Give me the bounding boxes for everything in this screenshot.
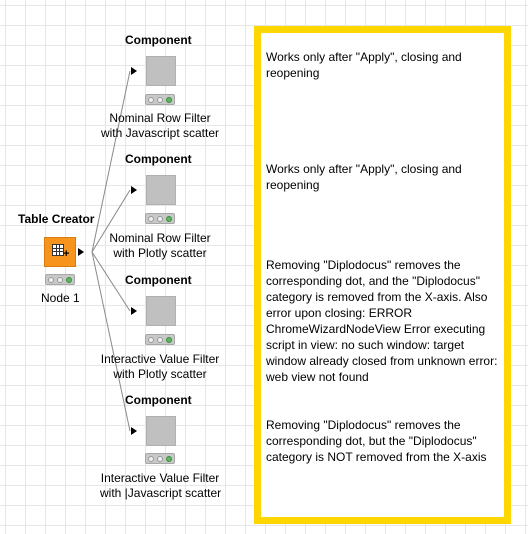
- status-light-yellow: [157, 337, 163, 343]
- table-creator-title[interactable]: Table Creator: [18, 212, 95, 226]
- status-light-red: [148, 216, 154, 222]
- component-4-label-line1: Interactive Value Filter: [100, 471, 220, 485]
- workflow-annotation[interactable]: Works only after "Apply", closing and re…: [254, 26, 511, 524]
- table-creator-status: [45, 274, 75, 285]
- component-3-input-port[interactable]: [131, 307, 137, 315]
- status-light-green: [166, 337, 172, 343]
- component-3-label-line1: Interactive Value Filter: [100, 352, 220, 366]
- status-light-red: [148, 456, 154, 462]
- component-1-node[interactable]: [146, 56, 176, 86]
- annotation-note-3: Removing "Diplodocus" removes the corres…: [266, 258, 498, 384]
- component-2-status: [145, 213, 175, 224]
- component-1-label-line2: with Javascript scatter: [100, 126, 220, 140]
- status-light-green: [166, 97, 172, 103]
- table-creator-output-port[interactable]: [78, 248, 84, 256]
- status-light-yellow: [157, 456, 163, 462]
- component-2-label-line2: with Plotly scatter: [113, 246, 207, 260]
- status-light-yellow: [57, 277, 63, 283]
- connection-3[interactable]: [91, 251, 131, 312]
- table-creator-node[interactable]: +: [44, 237, 76, 267]
- status-light-green: [166, 216, 172, 222]
- plus-icon: +: [63, 248, 70, 260]
- component-3-label[interactable]: Interactive Value Filter with Plotly sca…: [100, 352, 220, 382]
- component-3-node[interactable]: [146, 296, 176, 326]
- component-2-node[interactable]: [146, 175, 176, 205]
- component-4-node[interactable]: [146, 416, 176, 446]
- component-4-status: [145, 453, 175, 464]
- component-4-label-line2: with |Javascript scatter: [100, 486, 222, 500]
- component-3-title[interactable]: Component: [125, 273, 192, 287]
- component-1-status: [145, 94, 175, 105]
- connection-2[interactable]: [91, 189, 131, 253]
- status-light-green: [66, 277, 72, 283]
- component-2-input-port[interactable]: [131, 186, 137, 194]
- annotation-note-2: Works only after "Apply", closing and re…: [266, 162, 462, 192]
- component-1-label-line1: Nominal Row Filter: [109, 111, 211, 125]
- component-4-input-port[interactable]: [131, 427, 137, 435]
- component-3-label-line2: with Plotly scatter: [113, 367, 207, 381]
- component-4-label[interactable]: Interactive Value Filter with |Javascrip…: [100, 471, 222, 501]
- component-3-status: [145, 334, 175, 345]
- component-2-label-line1: Nominal Row Filter: [109, 231, 211, 245]
- table-creator-icon: [52, 244, 64, 256]
- annotation-note-4: Removing "Diplodocus" removes the corres…: [266, 418, 487, 464]
- component-2-label[interactable]: Nominal Row Filter with Plotly scatter: [100, 231, 220, 261]
- status-light-yellow: [157, 97, 163, 103]
- component-4-title[interactable]: Component: [125, 393, 192, 407]
- component-1-title[interactable]: Component: [125, 33, 192, 47]
- component-2-title[interactable]: Component: [125, 152, 192, 166]
- status-light-red: [48, 277, 54, 283]
- status-light-yellow: [157, 216, 163, 222]
- status-light-red: [148, 97, 154, 103]
- status-light-green: [166, 456, 172, 462]
- connection-4[interactable]: [91, 251, 131, 432]
- table-creator-label[interactable]: Node 1: [41, 291, 80, 305]
- component-1-label[interactable]: Nominal Row Filter with Javascript scatt…: [100, 111, 220, 141]
- annotation-note-1: Works only after "Apply", closing and re…: [266, 50, 462, 80]
- component-1-input-port[interactable]: [131, 67, 137, 75]
- status-light-red: [148, 337, 154, 343]
- connection-1[interactable]: [91, 70, 131, 253]
